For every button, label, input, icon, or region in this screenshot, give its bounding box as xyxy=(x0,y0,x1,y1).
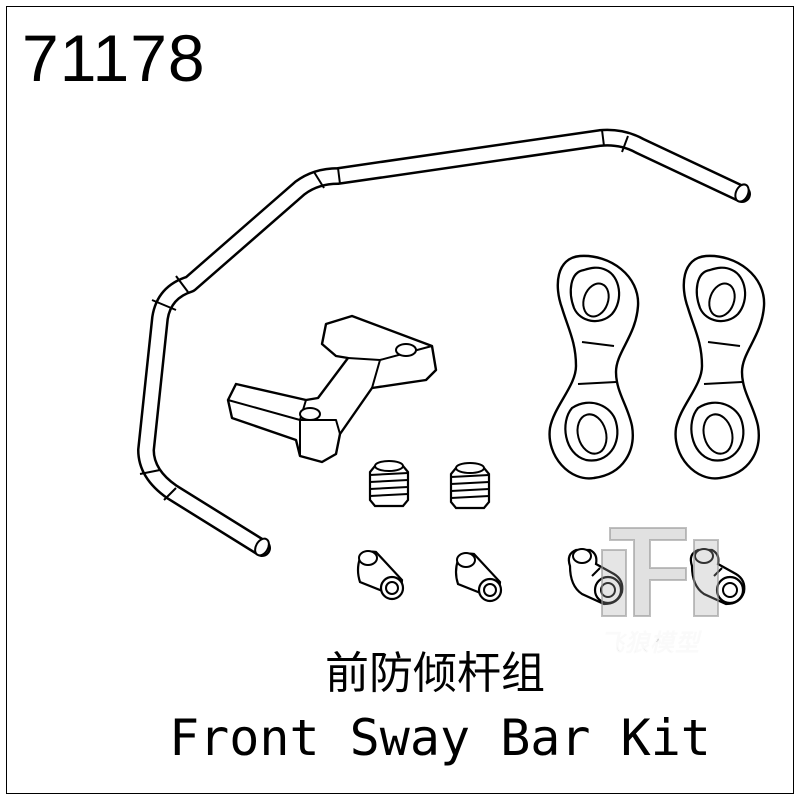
diagram-frame xyxy=(6,6,794,794)
rod-end-link xyxy=(674,254,766,480)
watermark-text: 飞狼模型 xyxy=(600,629,700,658)
watermark-logo xyxy=(601,527,719,617)
pivot-ball xyxy=(454,551,503,603)
title-english: Front Sway Bar Kit xyxy=(169,709,711,767)
sway-bar-mount xyxy=(226,314,438,464)
rod-end-link xyxy=(548,254,640,480)
title-chinese: 前防倾杆组 xyxy=(325,648,545,699)
sway-bar xyxy=(137,128,751,557)
set-screw xyxy=(368,459,410,508)
part-number: 71178 xyxy=(22,21,206,95)
set-screw xyxy=(449,461,491,510)
pivot-ball xyxy=(356,549,405,601)
